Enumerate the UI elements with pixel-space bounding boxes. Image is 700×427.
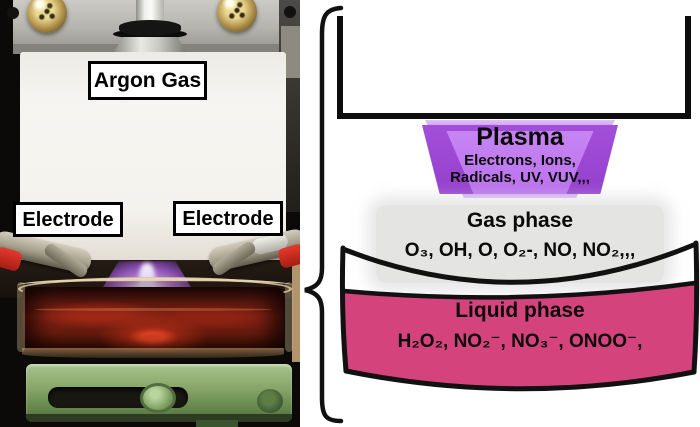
background-tan	[292, 250, 300, 362]
curly-brace-icon	[304, 5, 344, 424]
petri-dish-bottom	[22, 348, 284, 358]
right-bolt	[284, 6, 296, 18]
left-bolt	[7, 7, 19, 19]
petri-dish-wall-right	[285, 282, 293, 352]
plasma-jet-outline	[337, 16, 691, 119]
dish-rim-arc	[340, 241, 699, 285]
gas-phase-species: O₃, OH, O, O₂-, NO, NO₂,,,	[404, 240, 636, 261]
argon-gas-label-text: Argon Gas	[93, 69, 202, 92]
electrode-label-right-text: Electrode	[182, 207, 274, 230]
lab-jack-knob	[140, 383, 176, 413]
liquid-surface-highlight	[34, 308, 272, 311]
liquid-fill	[344, 283, 695, 389]
right-screw	[217, 0, 257, 32]
electrode-label-left-text: Electrode	[22, 208, 114, 231]
electrode-label-right: Electrode	[173, 201, 283, 236]
dish-right-wall	[691, 240, 700, 375]
gas-phase-title: Gas phase	[466, 209, 574, 232]
schematic-panel: Plasma Electrons, Ions, Radicals, UV, VU…	[300, 0, 700, 427]
dish-left-wall	[339, 245, 349, 374]
tube-fitting	[119, 20, 181, 36]
liquid-phase-title: Liquid phase	[455, 299, 585, 322]
petri-dish-front-rim	[18, 278, 292, 292]
left-screw	[27, 0, 67, 33]
dish-bottom-arc	[343, 368, 697, 392]
liquid-phase-species: H₂O₂, NO₂⁻, NO₃⁻, ONOO⁻,	[397, 331, 643, 352]
plasma-species-line2: Radicals, UV, VUV,,,	[450, 169, 590, 186]
argon-gas-label: Argon Gas	[88, 61, 207, 100]
liquid-surface-line	[341, 280, 698, 300]
tube-nut	[112, 37, 188, 55]
lab-jack-shadow	[26, 414, 292, 422]
lab-jack-foot	[196, 420, 238, 427]
petri-dish-wall-left	[17, 282, 25, 352]
plasma-region-inner	[446, 131, 594, 194]
lab-jack-hole	[257, 389, 283, 413]
apparatus-photo: Argon Gas Electrode Electrode	[0, 0, 300, 427]
electrode-label-left: Electrode	[13, 202, 123, 237]
plasma-species-line1: Electrons, Ions,	[464, 152, 576, 169]
petri-dish-liquid	[22, 287, 284, 353]
plasma-title: Plasma	[476, 123, 564, 151]
dish-outline	[339, 240, 700, 392]
